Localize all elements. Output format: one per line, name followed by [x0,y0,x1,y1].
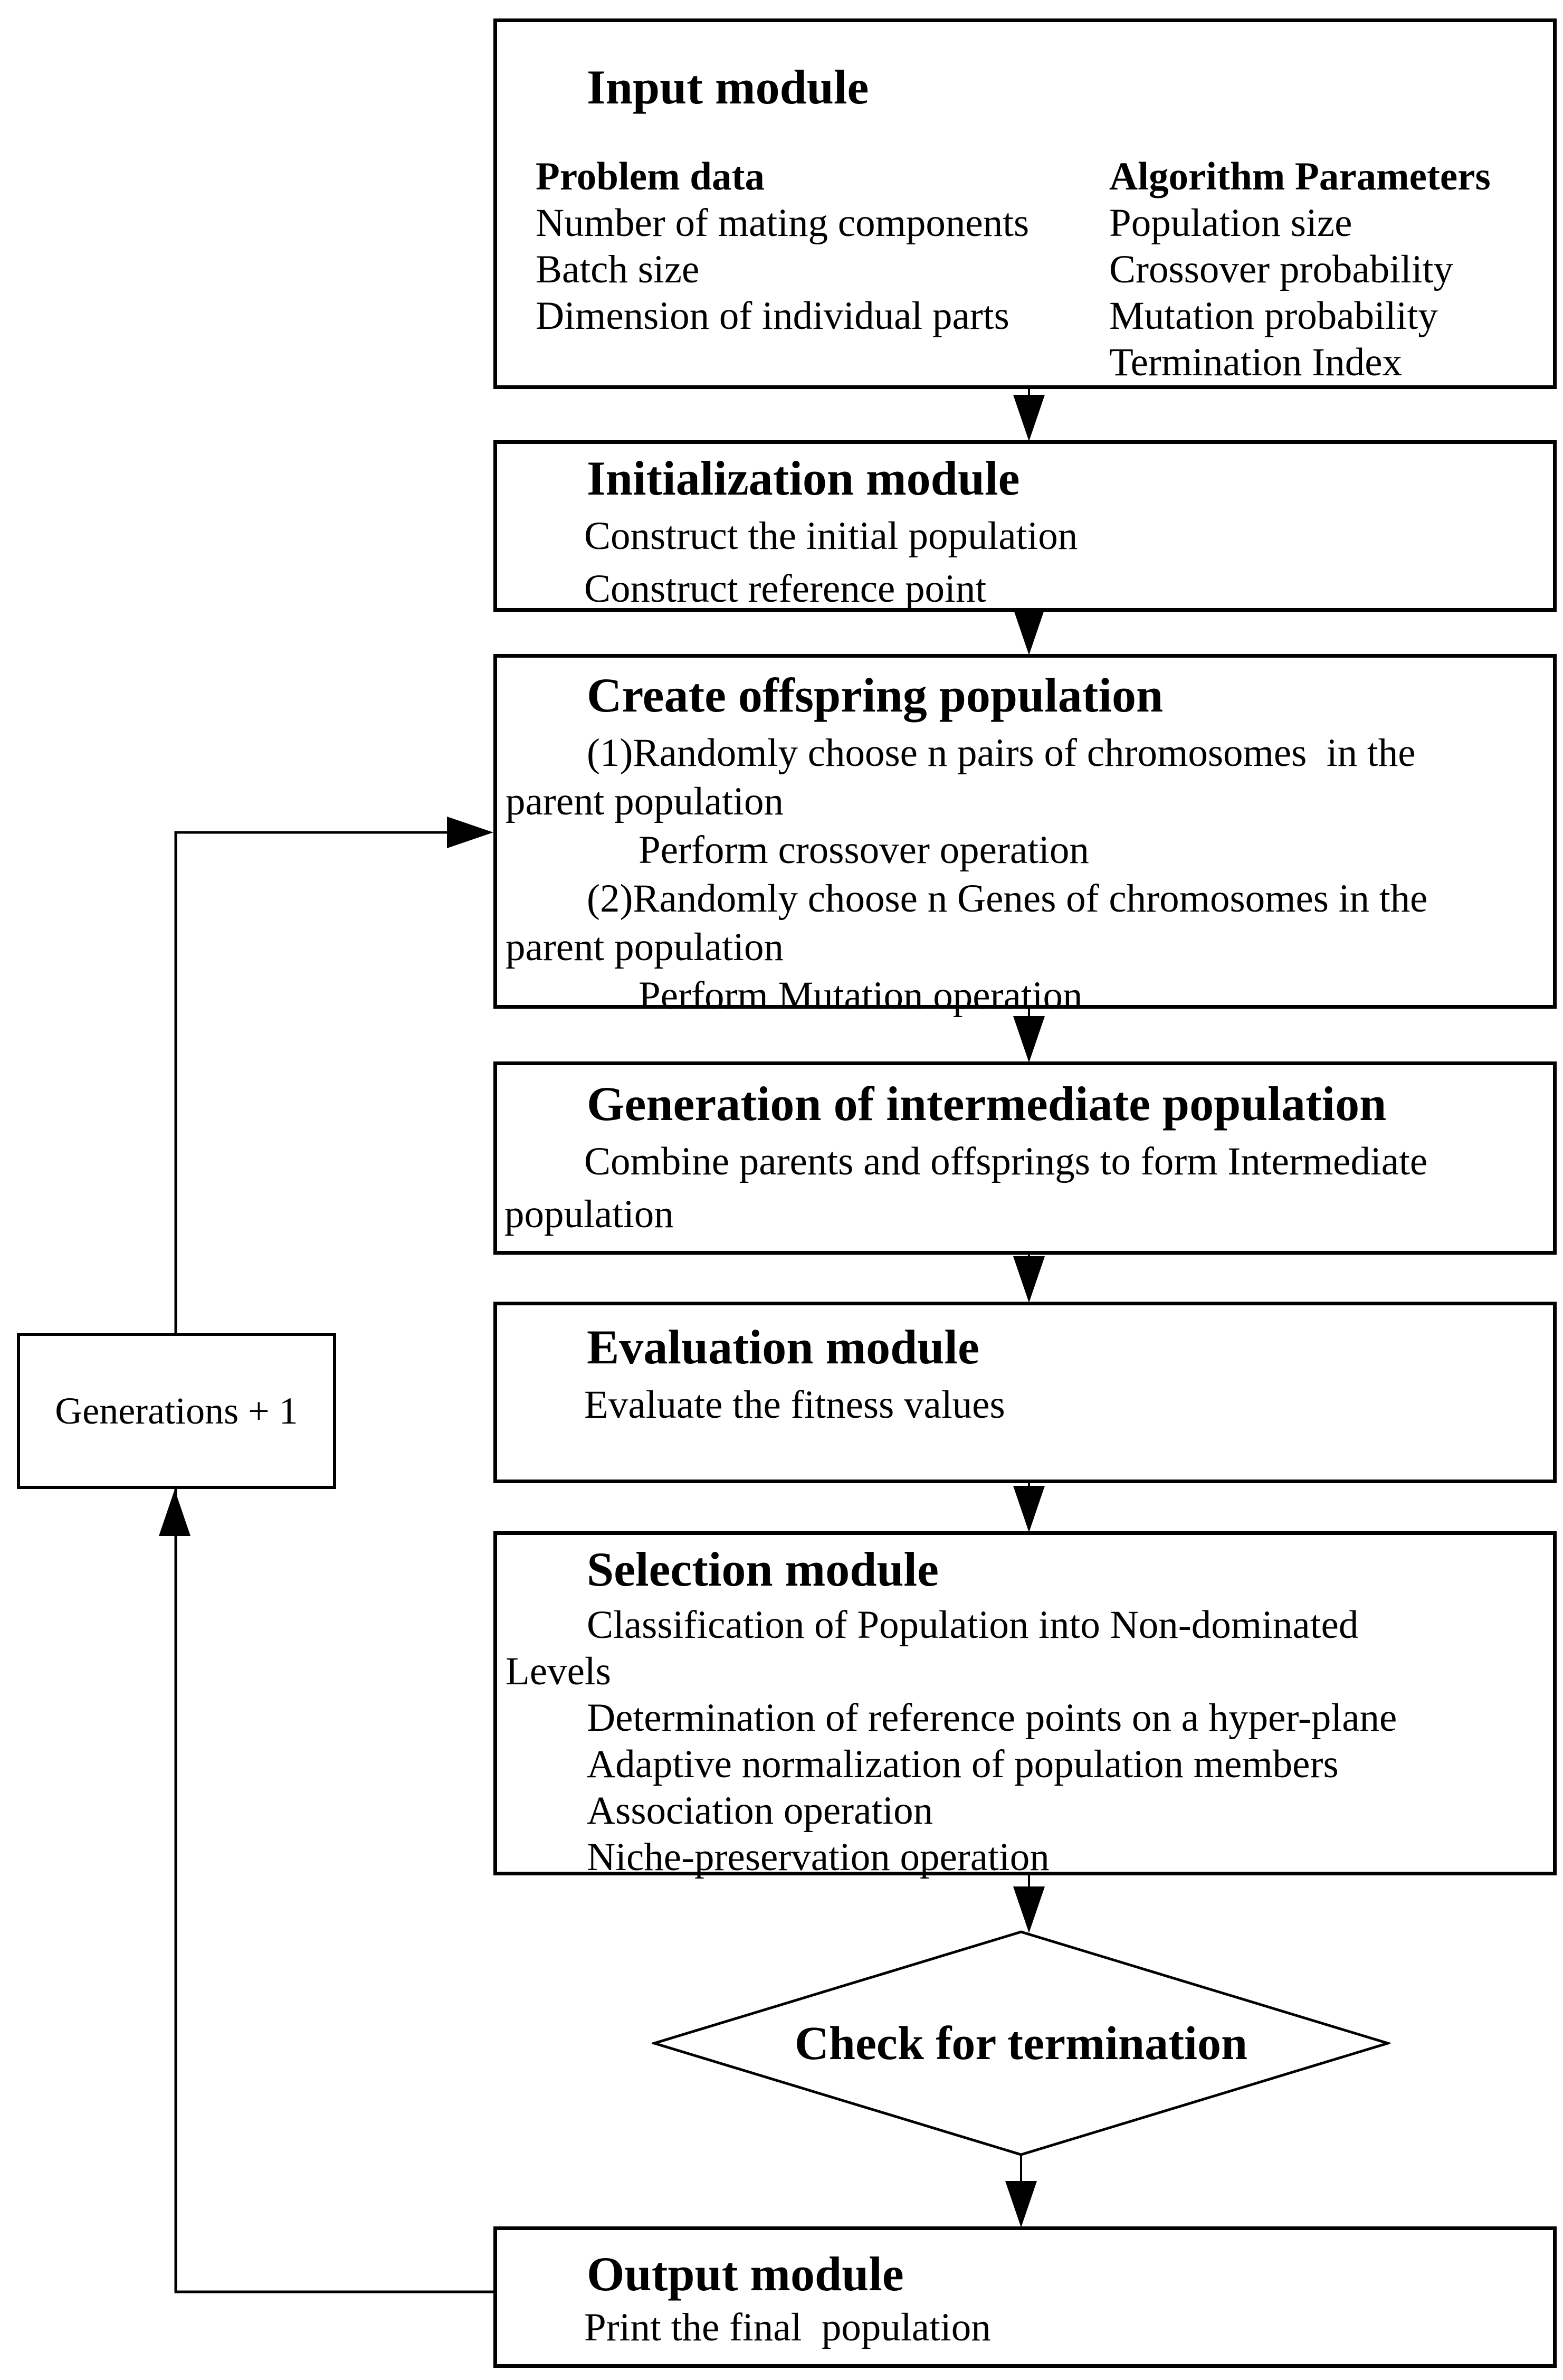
list-item: Combine parents and offsprings to form I… [584,1140,1428,1183]
list-item: population [504,1192,674,1236]
list-item: Mutation probability [1109,294,1438,338]
list-item: Dimension of individual parts [536,294,1009,338]
diamond-shape [652,1930,1390,2156]
loop-arrowhead-into-generations [159,1490,190,1536]
arrow-decision-to-output [1005,2155,1037,2227]
generations-counter-box: Generations + 1 [17,1333,336,1489]
list-item: Determination of reference points on a h… [587,1696,1397,1740]
list-item: Number of mating components [536,201,1030,245]
list-item: (1)Randomly choose n pairs of chromosome… [587,731,1416,775]
list-item: Crossover probability [1109,248,1454,291]
column-header: Problem data [536,155,765,198]
selection-module-box: Selection module Classification of Popul… [493,1531,1557,1879]
arrow-selection-to-decision [1013,1873,1045,1933]
box-title: Evaluation module [587,1320,979,1374]
loop-feedback-line [159,817,494,2293]
box-title: Selection module [587,1542,939,1596]
list-item: Evaluate the fitness values [584,1383,1005,1427]
box-title: Create offspring population [587,668,1164,722]
problem-data-column: Problem data Number of mating components… [536,154,1029,340]
generations-counter-label: Generations + 1 [55,1389,298,1432]
list-item: Batch size [536,248,700,291]
algorithm-parameters-column: Algorithm Parameters Population size Cro… [1109,154,1491,386]
list-item: (2)Randomly choose n Genes of chromosome… [587,877,1428,921]
box-title: Output module [587,2247,904,2301]
box-title: Generation of intermediate population [587,1077,1387,1131]
arrow-intermediate-to-evaluation [1013,1253,1045,1303]
box-title: Initialization module [587,451,1020,505]
decision-diamond: Check for termination [652,1929,1390,2157]
list-item: Print the final population [584,2306,991,2349]
box-title: Input module [587,60,869,114]
input-module-box: Input module Problem data Number of mati… [493,18,1557,389]
arrow-input-to-initialization [1013,388,1045,441]
list-item: Construct reference point [584,567,987,611]
list-item: Population size [1109,201,1352,245]
list-item: Adaptive normalization of population mem… [587,1742,1339,1786]
arrow-offspring-to-intermediate [1013,1007,1045,1063]
create-offspring-population-box: Create offspring population (1)Randomly … [493,654,1557,1018]
list-item: Termination Index [1109,340,1402,384]
initialization-module-box: Initialization module Construct the init… [493,440,1557,612]
list-item: Levels [506,1649,611,1693]
intermediate-population-box: Generation of intermediate population Co… [493,1061,1557,1255]
arrow-evaluation-to-selection [1013,1481,1045,1532]
arrow-initialization-to-offspring [1013,609,1045,655]
column-header: Algorithm Parameters [1109,155,1491,198]
list-item: parent population [506,780,784,823]
list-item: Classification of Population into Non-do… [587,1603,1359,1647]
evaluation-module-box: Evaluation module Evaluate the fitness v… [493,1302,1557,1483]
decision-label: Check for termination [794,2017,1248,2070]
loop-arrowhead-into-offspring [447,817,493,848]
list-item: Niche-preservation operation [587,1835,1050,1879]
list-item: parent population [506,925,784,969]
list-item: Perform crossover operation [638,828,1089,872]
list-item: Association operation [587,1789,933,1833]
output-module-box: Output module Print the final population [493,2226,1557,2368]
list-item: Perform Mutation operation [638,974,1083,1018]
list-item: Construct the initial population [584,514,1078,558]
